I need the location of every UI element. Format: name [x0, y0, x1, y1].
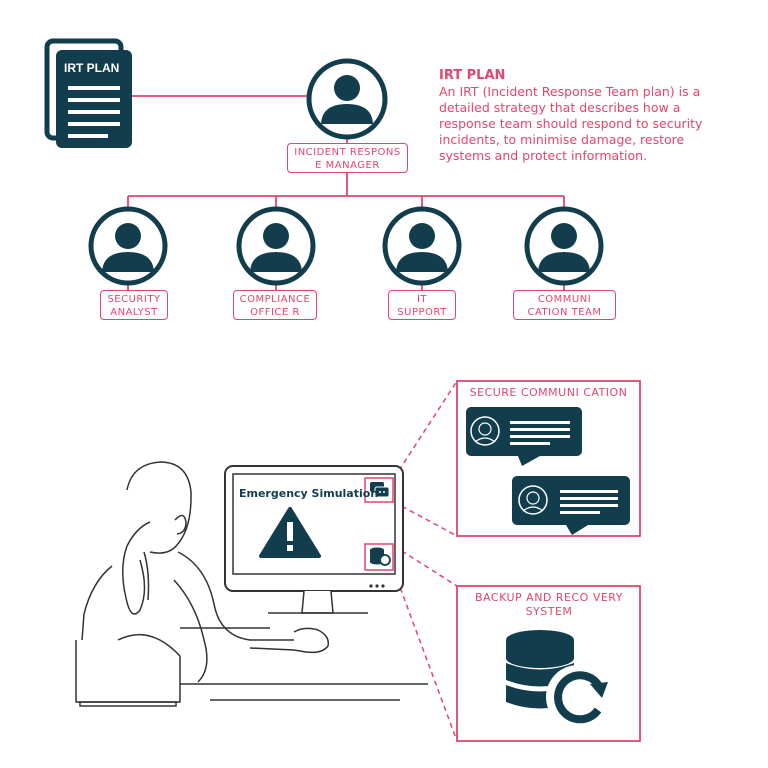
chat-message-icon: [512, 476, 630, 535]
description-title: IRT PLAN: [439, 68, 506, 83]
manager-role-label: INCIDENT RESPONS E MANAGER: [287, 143, 408, 173]
team-avatar: [236, 206, 316, 286]
team-avatar: [382, 206, 462, 286]
team-avatar: [524, 206, 604, 286]
description-body: An IRT (Incident Response Team plan) is …: [439, 84, 703, 163]
role-label-security-analyst: SECURITY ANALYST: [100, 290, 168, 320]
callout-lines: [393, 380, 458, 742]
chat-icon: [370, 482, 390, 498]
chat-message-icon: [466, 407, 582, 466]
manager-avatar: [306, 58, 388, 140]
document-icon: [44, 38, 132, 148]
backup-recovery-title: BACKUP AND RECO VERY SYSTEM: [475, 591, 623, 618]
database-icon: [370, 547, 391, 566]
person-illustration: [75, 461, 428, 707]
warning-icon: [259, 507, 321, 558]
role-label-communication-team: COMMUNI CATION TEAM: [513, 290, 616, 320]
team-avatar: [88, 206, 168, 286]
org-connectors: [127, 95, 565, 290]
database-restore-icon: [506, 630, 610, 729]
plan-card-label: IRT PLAN: [64, 61, 119, 75]
role-label-it-support: IT SUPPORT: [388, 290, 456, 320]
role-label-compliance-officer: COMPLIANCE OFFICE R: [233, 290, 317, 320]
screen-title: Emergency Simulation: [239, 487, 379, 500]
secure-communication-title: SECURE COMMUNI CATION: [469, 386, 628, 399]
